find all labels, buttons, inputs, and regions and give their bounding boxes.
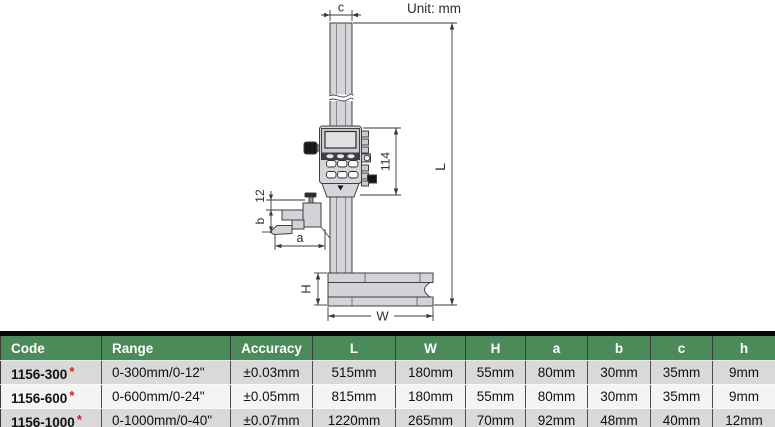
cell-range: 0-600mm/0-24" — [101, 384, 231, 409]
code-text: 1156-300 — [11, 366, 68, 382]
col-header-range: Range — [101, 333, 231, 361]
column-break — [328, 93, 354, 102]
unit-note: Unit: mm — [407, 1, 461, 16]
table-row: 1156-300* 0-300mm/0-12" ±0.03mm 515mm 18… — [0, 360, 775, 385]
col-header-L: L — [312, 333, 396, 361]
keypad-buttons — [326, 160, 359, 179]
cell-c: 40mm — [650, 408, 713, 427]
cell-b: 30mm — [587, 360, 651, 385]
dimension-lines — [262, 10, 457, 321]
cell-h: 9mm — [712, 360, 775, 385]
cell-code: 1156-1000* — [0, 408, 102, 427]
cell-code: 1156-300* — [0, 360, 102, 385]
cell-L: 1220mm — [312, 408, 396, 427]
dimension-114-label: 114 — [379, 152, 393, 171]
side-button — [367, 174, 377, 184]
cell-accuracy: ±0.05mm — [230, 384, 313, 409]
footnote-asterisk: * — [69, 363, 75, 379]
dimension-L-label: L — [432, 163, 448, 171]
digital-display-head — [303, 125, 377, 198]
cell-H: 55mm — [465, 384, 526, 409]
cell-W: 265mm — [395, 408, 466, 427]
cell-h: 9mm — [712, 384, 775, 409]
scriber-arm — [269, 192, 331, 239]
cell-accuracy: ±0.07mm — [230, 408, 313, 427]
table-row: 1156-1000* 0-1000mm/0-40" ±0.07mm 1220mm… — [0, 408, 775, 427]
dimension-H-label: H — [299, 284, 314, 293]
cell-L: 815mm — [312, 384, 396, 409]
cell-a: 92mm — [525, 408, 588, 427]
col-header-c: c — [650, 333, 713, 361]
cell-accuracy: ±0.03mm — [230, 360, 313, 385]
footnote-asterisk: * — [69, 387, 75, 403]
dimension-c-label: c — [338, 1, 344, 15]
cell-H: 55mm — [465, 360, 526, 385]
height-gauge-drawing: Unit: mm — [253, 1, 461, 324]
dimension-b-label: b — [253, 217, 267, 224]
dimension-a-label: a — [297, 231, 304, 245]
dimension-12-label: 12 — [253, 189, 267, 203]
cell-a: 80mm — [525, 384, 588, 409]
cell-W: 180mm — [395, 384, 466, 409]
cell-b: 30mm — [587, 384, 651, 409]
cell-L: 515mm — [312, 360, 396, 385]
footnote-asterisk: * — [76, 411, 82, 427]
cell-range: 0-300mm/0-12" — [101, 360, 231, 385]
col-header-b: b — [587, 333, 651, 361]
col-header-W: W — [395, 333, 466, 361]
cell-b: 48mm — [587, 408, 651, 427]
cell-H: 70mm — [465, 408, 526, 427]
cell-c: 35mm — [650, 360, 713, 385]
header-row: Code Range Accuracy L W H a b c h — [0, 333, 775, 361]
gauge-base — [327, 272, 434, 307]
col-header-H: H — [465, 333, 526, 361]
table-row: 1156-600* 0-600mm/0-24" ±0.05mm 815mm 18… — [0, 384, 775, 409]
cell-h: 12mm — [712, 408, 775, 427]
code-text: 1156-600 — [11, 390, 68, 406]
col-header-h: h — [712, 333, 775, 361]
col-header-a: a — [525, 333, 588, 361]
cell-W: 180mm — [395, 360, 466, 385]
cell-range: 0-1000mm/0-40" — [101, 408, 231, 427]
col-header-accuracy: Accuracy — [230, 333, 313, 361]
lcd-screen — [324, 130, 357, 149]
spec-table: Code Range Accuracy L W H a b c h 1156-3… — [0, 331, 775, 427]
dimension-W-label: W — [376, 309, 389, 324]
thumb-roller — [303, 141, 318, 155]
code-text: 1156-1000 — [11, 414, 75, 427]
cell-a: 80mm — [525, 360, 588, 385]
col-header-code: Code — [0, 333, 102, 361]
cell-code: 1156-600* — [0, 384, 102, 409]
cell-c: 35mm — [650, 384, 713, 409]
